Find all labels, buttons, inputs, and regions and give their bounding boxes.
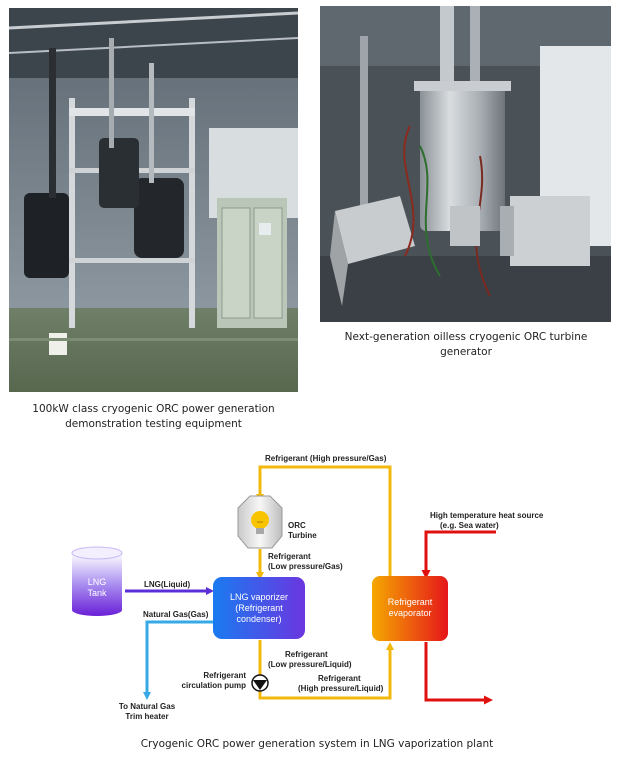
- lightbulb-icon: [251, 511, 269, 534]
- orc-turbine-generator-photo: [320, 6, 611, 322]
- refrigerant-loop: [256, 465, 394, 700]
- lng-liquid-label: LNG(Liquid): [144, 580, 191, 589]
- lng-tank-label-line1: LNG: [88, 577, 107, 587]
- natural-gas-label: Natural Gas(Gas): [143, 610, 209, 619]
- demonstration-caption-line2: demonstration testing equipment: [65, 418, 242, 430]
- refrigerant-high-liquid-label-line1: Refrigerant: [318, 674, 361, 683]
- pump-label-line1: Refrigerant: [203, 671, 246, 680]
- orc-demonstration-equipment-photo: [9, 8, 298, 392]
- natural-gas-line: [143, 620, 214, 700]
- vaporizer-label-line3: condenser): [236, 614, 281, 624]
- heat-source-label-line1: High temperature heat source: [430, 511, 544, 520]
- evaporator-label-line2: evaporator: [388, 608, 431, 618]
- vaporizer-label-line2: (Refrigerant: [235, 603, 283, 613]
- evaporator-label-line1: Refrigerant: [388, 597, 433, 607]
- demonstration-equipment-caption: 100kW class cryogenic ORC power generati…: [0, 402, 307, 432]
- orc-turbine-label-line2: Turbine: [288, 531, 317, 540]
- heat-source-out-line: [424, 642, 493, 705]
- orc-turbine: [237, 495, 283, 549]
- diagram-caption: Cryogenic ORC power generation system in…: [140, 738, 494, 750]
- lng-vaporizer: LNG vaporizer (Refrigerant condenser): [213, 577, 305, 639]
- heat-source-label-line2: (e.g. Sea water): [440, 521, 499, 530]
- lng-orc-process-diagram: LNG Tank LNG vaporizer (Refrigerant cond…: [71, 454, 544, 721]
- pump-label-line2: circulation pump: [182, 681, 247, 690]
- refrigerant-low-liquid-label-line1: Refrigerant: [285, 650, 328, 659]
- to-natural-gas-label-line2: Trim heater: [125, 712, 168, 721]
- refrigerant-evaporator: Refrigerant evaporator: [372, 576, 448, 641]
- demonstration-caption-line1: 100kW class cryogenic ORC power generati…: [32, 403, 275, 415]
- turbine-generator-caption: Next-generation oilless cryogenic ORC tu…: [344, 331, 588, 358]
- heat-source-in-line: [421, 530, 496, 579]
- circulation-pump: [251, 674, 269, 692]
- to-natural-gas-label-line1: To Natural Gas: [119, 702, 176, 711]
- refrigerant-low-gas-label-line1: Refrigerant: [268, 552, 311, 561]
- refrigerant-low-liquid-label-line2: (Low pressure/Liquid): [268, 660, 352, 669]
- lng-tank: LNG Tank: [71, 546, 123, 616]
- refrigerant-high-liquid-line: [258, 642, 394, 700]
- refrigerant-high-gas-line: [256, 465, 392, 582]
- refrigerant-low-gas-label-line2: (Low pressure/Gas): [268, 562, 343, 571]
- refrigerant-high-liquid-label-line2: (High pressure/Liquid): [298, 684, 384, 693]
- vaporizer-label-line1: LNG vaporizer: [230, 592, 288, 602]
- refrigerant-high-gas-label: Refrigerant (High pressure/Gas): [265, 454, 387, 463]
- orc-turbine-label-line1: ORC: [288, 521, 306, 530]
- lng-tank-label-line2: Tank: [87, 588, 107, 598]
